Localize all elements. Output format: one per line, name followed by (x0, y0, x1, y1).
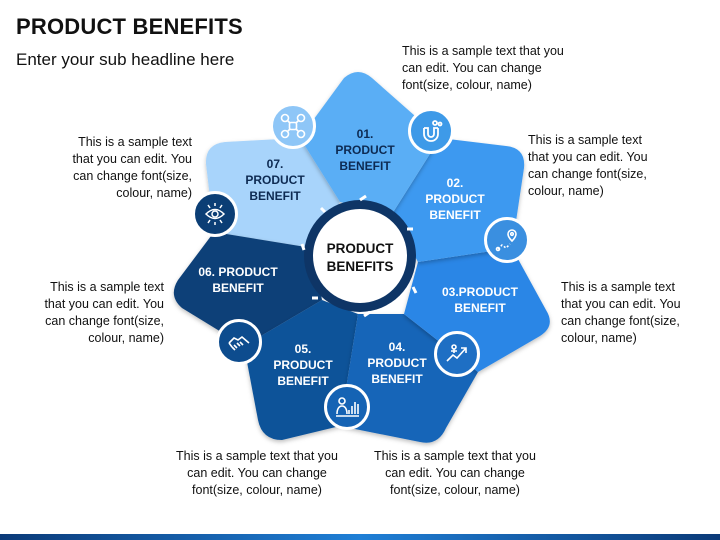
petal-07[interactable] (205, 138, 340, 248)
benefit-label-03: 03.PRODUCT BENEFIT (441, 285, 518, 315)
drone-icon (270, 103, 316, 149)
handshake-icon (216, 319, 262, 365)
footer-bar (0, 534, 720, 540)
note-06: This is a sample text that you can edit.… (44, 280, 164, 345)
magnet-icon (408, 108, 454, 154)
center-ring-notches (300, 194, 418, 318)
center-label: PRODUCT BENEFITS (326, 241, 394, 274)
note-05: This is a sample text that you can edit.… (176, 449, 338, 497)
page-subtitle: Enter your sub headline here (16, 50, 235, 69)
benefit-label-05: 05. PRODUCT BENEFIT (273, 342, 333, 388)
benefit-label-06: 06. PRODUCT BENEFIT (198, 265, 278, 295)
worker-chart-icon (324, 384, 370, 430)
circuit-eye-icon (192, 191, 238, 237)
growth-person-icon (434, 331, 480, 377)
note-03: This is a sample text that you can edit.… (561, 280, 681, 345)
center-disc[interactable] (313, 209, 407, 303)
benefit-label-01: 01. PRODUCT BENEFIT (335, 127, 395, 173)
benefit-label-07: 07. PRODUCT BENEFIT (245, 157, 305, 203)
note-07: This is a sample text that you can edit.… (72, 135, 192, 200)
route-pin-icon (484, 217, 530, 263)
note-04: This is a sample text that you can edit.… (374, 449, 536, 497)
benefit-label-02: 02. PRODUCT BENEFIT (425, 176, 485, 222)
page-title: PRODUCT BENEFITS (16, 14, 243, 39)
petal-06[interactable] (173, 232, 322, 346)
note-01: This is a sample text that you can edit.… (402, 44, 564, 92)
petal-01[interactable] (300, 72, 440, 214)
note-02: This is a sample text that you can edit.… (528, 133, 648, 198)
benefit-label-04: 04. PRODUCT BENEFIT (367, 340, 427, 386)
